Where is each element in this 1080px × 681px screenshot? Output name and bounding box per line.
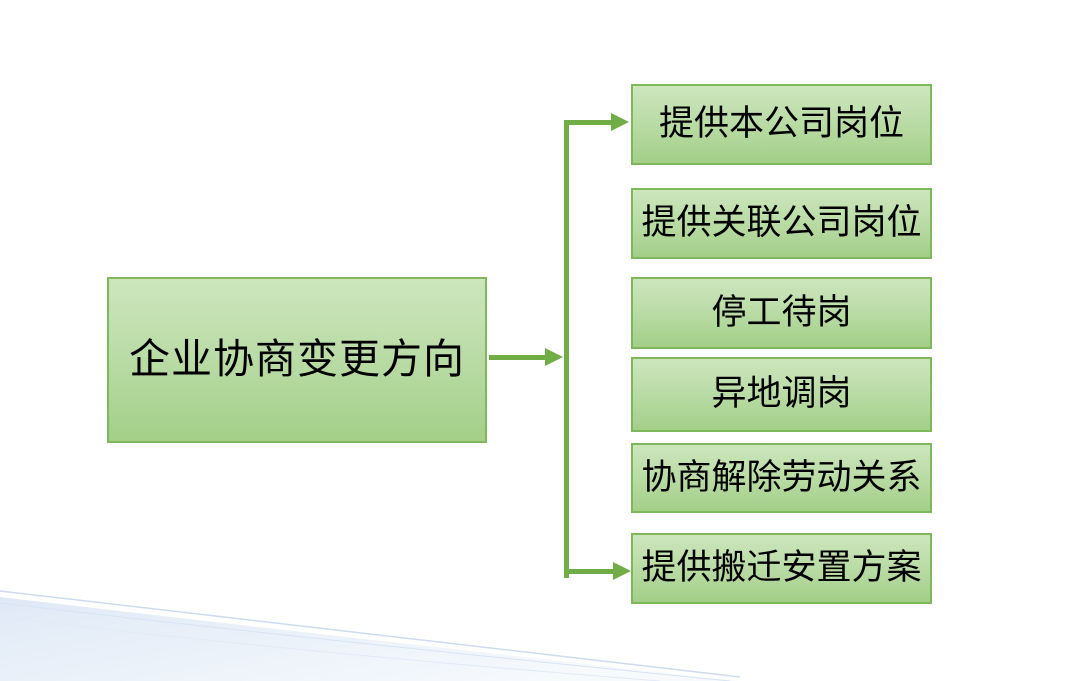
diagram-node-negotiated-termination: 协商解除劳动关系: [631, 443, 932, 513]
diagram-node-root-label: 企业协商变更方向: [129, 335, 465, 384]
diagram-node-relocation-resettlement-plan: 提供搬迁安置方案: [631, 533, 932, 604]
diagram-node-label: 停工待岗: [711, 292, 852, 333]
background-wave-decoration: [0, 590, 740, 681]
connector-spine-to-first-branch-line: [566, 120, 612, 125]
connector-spine-to-last-branch-line: [566, 569, 614, 574]
diagram-node-provide-own-company-position: 提供本公司岗位: [631, 84, 932, 165]
connector-root-to-spine-line: [489, 355, 546, 360]
diagram-node-label: 异地调岗: [711, 374, 852, 415]
connector-last-branch-arrowhead-icon: [613, 562, 631, 580]
diagram-node-label: 协商解除劳动关系: [641, 457, 922, 498]
diagram-node-label: 提供搬迁安置方案: [641, 548, 922, 589]
diagram-node-label: 提供关联公司岗位: [641, 203, 922, 244]
connector-spine-vertical-line: [564, 120, 569, 578]
diagram-node-provide-affiliate-company-position: 提供关联公司岗位: [631, 188, 932, 259]
diagram-node-relocation-transfer: 异地调岗: [631, 357, 932, 432]
diagram-node-root: 企业协商变更方向: [107, 277, 487, 443]
connector-root-to-spine-arrowhead-icon: [545, 348, 563, 366]
diagram-node-label: 提供本公司岗位: [658, 104, 904, 145]
diagram-node-work-stoppage-await-post: 停工待岗: [631, 277, 932, 349]
connector-first-branch-arrowhead-icon: [611, 113, 629, 131]
